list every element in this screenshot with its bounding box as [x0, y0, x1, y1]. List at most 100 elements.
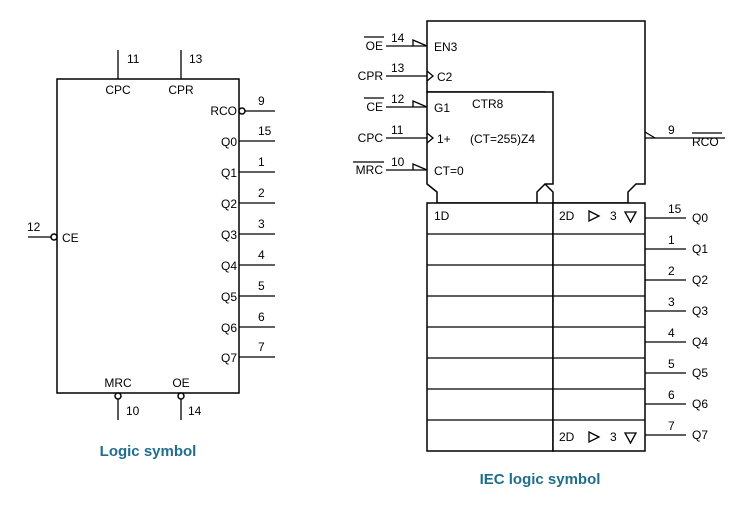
enable-ref-number: 3 [610, 430, 617, 444]
pin-number: 14 [188, 404, 202, 418]
output-q2: 2 Q2 [645, 264, 708, 287]
pin-number: 7 [668, 419, 675, 433]
pin-number: 11 [391, 123, 404, 137]
terminal-count-label: (CT=255)Z4 [470, 132, 535, 146]
pin-label: Q5 [221, 290, 237, 304]
three-state-output-icon [623, 432, 638, 445]
register-data-label: 1D [434, 209, 450, 223]
pin-rco: RCO 9 [210, 94, 275, 118]
input-name: CE [366, 100, 383, 114]
pin-cpr: 13 CPR [168, 50, 203, 97]
pin-number: 11 [127, 52, 140, 66]
register-grid [426, 202, 646, 452]
counter-block [426, 91, 554, 204]
pin-q7: Q7 7 [221, 340, 275, 365]
pin-number: 3 [258, 217, 265, 231]
pin-q0: Q0 15 [221, 124, 275, 149]
active-low-indicator [412, 39, 428, 47]
pin-number: 4 [668, 326, 675, 340]
pin-number: 10 [391, 155, 405, 169]
output-q3: 3 Q3 [645, 295, 708, 318]
pin-number: 1 [258, 155, 265, 169]
output-name: Q5 [692, 366, 708, 380]
output-rco: 9 RCO [644, 123, 725, 149]
three-state-output-icon [623, 211, 638, 224]
pin-number: 7 [258, 340, 265, 354]
inner-label: C2 [437, 70, 453, 84]
pin-number: 9 [258, 94, 265, 108]
postponed-output-icon [588, 430, 601, 444]
output-name: RCO [692, 135, 719, 149]
pin-number: 6 [258, 310, 265, 324]
active-low-indicator [412, 163, 428, 171]
pin-number: 14 [391, 31, 405, 45]
pin-number: 12 [391, 92, 405, 106]
clock-indicator [426, 70, 435, 82]
iec-logic-symbol: OE 14 EN3 CPR 13 C2 CE 12 G1 CPC 11 [353, 20, 725, 488]
pin-q2: Q2 2 [221, 186, 275, 211]
pin-number: 15 [258, 124, 272, 138]
pin-number: 1 [668, 233, 675, 247]
pin-q5: Q5 5 [221, 279, 275, 304]
pin-mrc: MRC 10 [104, 376, 140, 420]
output-name: Q3 [692, 304, 708, 318]
pin-label: OE [172, 376, 189, 390]
inner-label: 1+ [437, 132, 451, 146]
output-q1: 1 Q1 [645, 233, 708, 256]
pin-number: 5 [668, 357, 675, 371]
input-mrc: MRC 10 CT=0 [353, 155, 464, 178]
output-name: Q6 [692, 397, 708, 411]
enable-ref-number: 3 [610, 209, 617, 223]
output-name: Q0 [692, 211, 708, 225]
output-name: Q2 [692, 273, 708, 287]
pin-label: Q0 [221, 135, 237, 149]
logic-symbol-caption: Logic symbol [100, 443, 197, 460]
iec-symbol-caption: IEC logic symbol [480, 471, 601, 488]
pin-label: Q4 [221, 259, 237, 273]
pin-number: 13 [189, 52, 203, 66]
register-output-label: 2D [559, 430, 575, 444]
output-q4: 4 Q4 [645, 326, 708, 349]
pin-label: Q1 [221, 166, 237, 180]
register-last-row-labels: 2D 3 [559, 430, 638, 445]
pin-q3: Q3 3 [221, 217, 275, 242]
output-q0: 15 Q0 [645, 202, 708, 225]
pin-number: 2 [258, 186, 265, 200]
inner-label: G1 [434, 101, 450, 115]
output-q7: 7 Q7 [645, 419, 708, 442]
inner-label: CT=0 [434, 164, 464, 178]
pin-label: Q3 [221, 228, 237, 242]
pin-number: 10 [126, 404, 140, 418]
pin-q1: Q1 1 [221, 155, 275, 180]
inner-label: EN3 [434, 40, 458, 54]
pin-number: 4 [258, 248, 265, 262]
input-name: CPR [358, 69, 384, 83]
input-oe: OE 14 EN3 [364, 31, 458, 54]
pin-q4: Q4 4 [221, 248, 275, 273]
input-ce: CE 12 G1 [364, 92, 450, 115]
pin-label: Q7 [221, 351, 237, 365]
active-low-indicator [644, 131, 656, 139]
pin-cpc: 11 CPC [105, 50, 140, 97]
output-name: Q4 [692, 335, 708, 349]
pin-q6: Q6 6 [221, 310, 275, 335]
pin-number: 13 [391, 61, 405, 75]
pin-number: 5 [258, 279, 265, 293]
counter-label: CTR8 [472, 97, 504, 111]
pin-ce: 12 CE [27, 220, 79, 245]
pin-label: CE [62, 231, 79, 245]
pin-label: CPC [105, 83, 131, 97]
pin-number: 9 [668, 123, 675, 137]
output-q6: 6 Q6 [645, 388, 708, 411]
logic-symbol-body [56, 78, 240, 394]
postponed-output-icon [588, 209, 601, 223]
logic-symbol: 11 CPC 13 CPR MRC 10 OE 14 12 CE [27, 50, 275, 460]
input-cpc: CPC 11 1+ [358, 123, 451, 146]
clock-indicator [426, 132, 435, 144]
pin-number: 12 [27, 220, 41, 234]
pin-label: Q2 [221, 197, 237, 211]
pin-number: 15 [668, 202, 682, 216]
pin-label: Q6 [221, 321, 237, 335]
input-name: CPC [358, 131, 384, 145]
